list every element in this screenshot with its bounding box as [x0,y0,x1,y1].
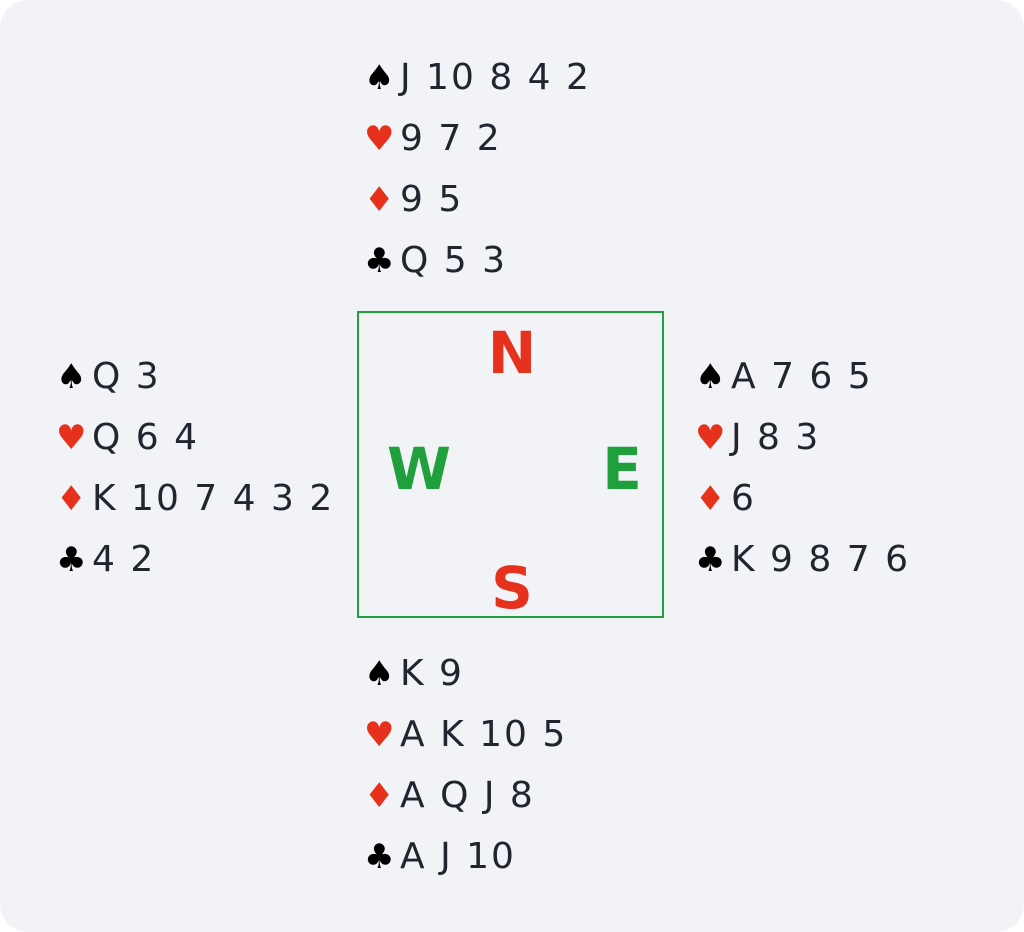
west-diamonds-cards: K 10 7 4 3 2 [92,478,335,519]
north-hand: ♠J 10 8 4 2 ♥9 7 2 ♦9 5 ♣Q 5 3 [364,47,591,291]
south-diamonds-cards: A Q J 8 [400,775,535,816]
south-hand: ♠K 9 ♥A K 10 5 ♦A Q J 8 ♣A J 10 [364,643,567,887]
spade-icon: ♠ [364,58,395,98]
east-hand: ♠A 7 6 5 ♥J 8 3 ♦6 ♣K 9 8 7 6 [695,346,910,590]
east-clubs-cards: K 9 8 7 6 [731,539,910,580]
south-hearts-row: ♥A K 10 5 [364,704,567,765]
club-icon: ♣ [364,837,395,877]
diamond-icon: ♦ [56,479,87,519]
north-spades-cards: J 10 8 4 2 [400,57,591,98]
compass-west-label: W [387,435,451,503]
south-hearts-cards: A K 10 5 [400,714,568,755]
north-diamonds-row: ♦9 5 [364,169,591,230]
heart-icon: ♥ [364,715,395,755]
heart-icon: ♥ [695,418,726,458]
west-clubs-row: ♣4 2 [56,529,334,590]
east-diamonds-cards: 6 [731,478,756,519]
east-spades-row: ♠A 7 6 5 [695,346,910,407]
diamond-icon: ♦ [364,776,395,816]
west-spades-cards: Q 3 [92,356,161,397]
west-hearts-row: ♥Q 6 4 [56,407,334,468]
west-spades-row: ♠Q 3 [56,346,334,407]
east-hearts-cards: J 8 3 [731,417,821,458]
north-clubs-cards: Q 5 3 [400,240,508,281]
compass-east-label: E [602,435,642,503]
compass-south-label: S [491,554,533,622]
heart-icon: ♥ [56,418,87,458]
spade-icon: ♠ [364,654,395,694]
east-spades-cards: A 7 6 5 [731,356,873,397]
diamond-icon: ♦ [364,180,395,220]
west-clubs-cards: 4 2 [92,539,156,580]
west-hearts-cards: Q 6 4 [92,417,200,458]
north-hearts-row: ♥9 7 2 [364,108,591,169]
spade-icon: ♠ [695,357,726,397]
north-diamonds-cards: 9 5 [400,179,464,220]
club-icon: ♣ [56,540,87,580]
south-spades-row: ♠K 9 [364,643,567,704]
compass-north-label: N [487,319,537,387]
north-hearts-cards: 9 7 2 [400,118,502,159]
south-clubs-row: ♣A J 10 [364,826,567,887]
south-diamonds-row: ♦A Q J 8 [364,765,567,826]
spade-icon: ♠ [56,357,87,397]
east-clubs-row: ♣K 9 8 7 6 [695,529,910,590]
south-clubs-cards: A J 10 [400,836,516,877]
east-hearts-row: ♥J 8 3 [695,407,910,468]
north-clubs-row: ♣Q 5 3 [364,230,591,291]
east-diamonds-row: ♦6 [695,468,910,529]
west-hand: ♠Q 3 ♥Q 6 4 ♦K 10 7 4 3 2 ♣4 2 [56,346,334,590]
club-icon: ♣ [364,241,395,281]
north-spades-row: ♠J 10 8 4 2 [364,47,591,108]
west-diamonds-row: ♦K 10 7 4 3 2 [56,468,334,529]
heart-icon: ♥ [364,119,395,159]
compass-box: N S W E [357,311,664,618]
south-spades-cards: K 9 [400,653,464,694]
diamond-icon: ♦ [695,479,726,519]
club-icon: ♣ [695,540,726,580]
